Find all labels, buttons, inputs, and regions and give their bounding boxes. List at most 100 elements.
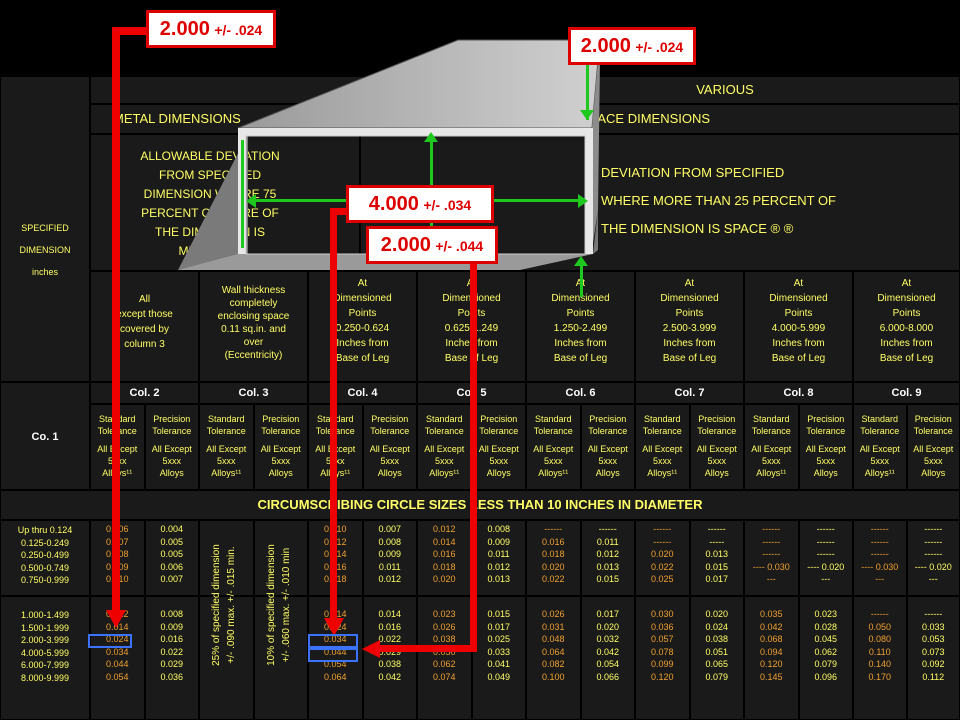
data-cell-a-14 [853, 520, 907, 596]
red-line-top-left-h [112, 27, 148, 35]
value: 0.020 [705, 609, 729, 619]
value: ------ [762, 536, 781, 547]
tolerance-line: 5xxx [652, 456, 672, 466]
value: 0.016 [378, 621, 402, 632]
value: --- [821, 574, 831, 584]
description-line: Base of Leg [335, 353, 390, 364]
description-line: At [793, 278, 804, 289]
value: 0.013 [487, 574, 511, 584]
value: 0.100 [541, 671, 565, 682]
tolerance-line: All Except [805, 444, 846, 454]
size-range: 0.750-0.999 [20, 575, 70, 585]
description-line: Base of Leg [879, 353, 934, 364]
value: 0.140 [868, 659, 892, 669]
value: 0.017 [705, 574, 729, 584]
callout-middle-tolerance: +/- .034 [423, 197, 472, 213]
value: 0.022 [650, 561, 674, 572]
allowable-space-line: DEVIATION FROM SPECIFIED [601, 165, 785, 180]
tolerance-line: Tolerance [533, 426, 573, 436]
column-label-7: Col. 7 [635, 382, 744, 404]
data-cell-a-3 [253, 520, 308, 596]
tolerance-line: Standard [207, 414, 245, 424]
value: 0.020 [541, 561, 565, 572]
arrow-head-left [246, 194, 256, 208]
value: 0.009 [160, 621, 184, 632]
value: 0.054 [323, 659, 347, 669]
column-label-text: Col. 6 [565, 387, 596, 399]
specified-dimension-header: SPECIFIED DIMENSION inches [0, 76, 90, 382]
value: ------ [653, 536, 672, 547]
tolerance-line: All Except [206, 444, 247, 454]
arrow-head-right [578, 194, 588, 208]
tolerance-line: 5xxx [923, 456, 943, 466]
highlight-col4-4000 [308, 648, 358, 662]
value: 0.025 [487, 634, 511, 644]
allowable-space-line: WHERE MORE THAN 25 PERCENT OF [601, 193, 836, 208]
values-a-dash-col: ---------------------- 0.020--- [907, 523, 960, 586]
description-line: column 3 [124, 339, 165, 350]
value: ------ [816, 536, 835, 547]
tolerance-line: Precision [262, 414, 300, 424]
value: 0.145 [759, 671, 783, 682]
value: 0.017 [596, 609, 620, 619]
banner-text: CIRCUMSCRIBING CIRCLE SIZES LESS THAN 10… [257, 497, 703, 512]
data-cell-a-1 [144, 520, 199, 596]
data-cell-b-2 [199, 596, 254, 720]
tolerance-line: Precision [153, 414, 191, 424]
value: ------ [598, 524, 617, 534]
tolerance-line: All Except [859, 444, 900, 454]
callout-middle: 4.000 +/- .034 [346, 185, 494, 223]
tolerance-line: Standard [425, 414, 463, 424]
red-line-mid-v [330, 208, 337, 622]
tolerance-line: 5xxx [543, 456, 563, 466]
value: ------ [762, 524, 781, 534]
value: 0.045 [814, 634, 838, 644]
value: 0.038 [378, 659, 402, 669]
tolerance-line: All Except [424, 444, 465, 454]
tolerance-line: Precision [480, 414, 518, 424]
highlight-col2-2000 [88, 634, 132, 648]
value: 0.031 [541, 621, 565, 632]
value: ------ [816, 549, 835, 559]
value: ------ [924, 524, 943, 534]
value: 0.120 [650, 671, 674, 682]
data-cell-b-6 [417, 596, 472, 720]
value: 0.011 [378, 561, 401, 572]
value: 0.018 [432, 561, 456, 572]
description-line: covered by [120, 324, 169, 335]
tolerance-line: Alloys¹¹ [647, 468, 678, 478]
tolerance-line: 5xxx [380, 456, 399, 466]
tolerance-line: Tolerance [860, 426, 900, 436]
data-cell-b-15 [906, 596, 960, 720]
data-cell-b-7 [471, 596, 526, 720]
value: ------ [762, 549, 781, 559]
description-line: Inches from [554, 338, 607, 349]
description-line: Points [675, 308, 704, 319]
various-label: VARIOUS [696, 82, 754, 97]
column-label-text: Col. 8 [783, 387, 814, 399]
description-line: Base of Leg [553, 353, 608, 364]
description-line: Dimensioned [333, 293, 392, 304]
value: 0.023 [432, 609, 456, 619]
tolerance-line: Alloys [921, 468, 946, 478]
value: 0.012 [432, 524, 456, 534]
column-label-6: Col. 6 [526, 382, 635, 404]
value: ------ [544, 524, 563, 534]
